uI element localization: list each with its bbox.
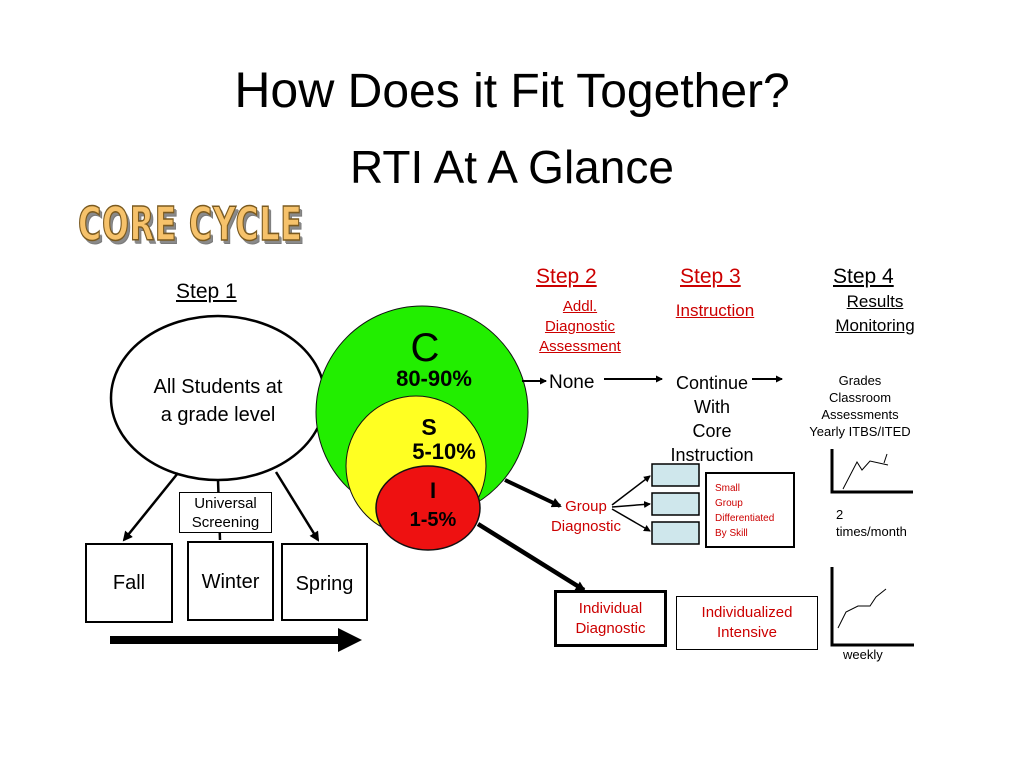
continue-core-label: Continue With Core Instruction bbox=[670, 373, 754, 465]
tier-core-letter: C bbox=[410, 326, 440, 370]
arrow-to-fall bbox=[122, 472, 179, 542]
page-subtitle: RTI At A Glance bbox=[350, 141, 674, 193]
arrow-to-individual-diagnostic bbox=[476, 522, 586, 592]
tier-intensive-percent: 1-5% bbox=[409, 509, 457, 531]
individualized-intensive-box: Individualized Intensive bbox=[676, 596, 818, 650]
arrow-to-spring bbox=[274, 471, 320, 542]
group-box-2 bbox=[651, 492, 700, 516]
graph-tick-1 bbox=[883, 453, 888, 464]
grades-assessments-label: Grades Classroom Assessments Yearly ITBS… bbox=[809, 373, 911, 439]
none-label: None bbox=[549, 372, 595, 393]
tier-intensive-letter: I bbox=[429, 478, 437, 503]
step-4-description: Results Monitoring bbox=[835, 292, 915, 335]
tier-core-percent: 80-90% bbox=[396, 366, 472, 391]
group-box-3 bbox=[651, 521, 700, 545]
step-4-label: Step 4 bbox=[833, 265, 894, 288]
individual-diagnostic-box: Individual Diagnostic bbox=[554, 590, 667, 647]
tier-strategic-percent: 5-10% bbox=[412, 439, 476, 464]
tier-strategic-letter: S bbox=[421, 414, 437, 440]
step-3-label: Step 3 bbox=[680, 265, 741, 288]
twice-monthly-label: 2 times/month bbox=[836, 507, 907, 539]
graph-axes-1 bbox=[830, 449, 913, 494]
fall-box: Fall bbox=[85, 543, 173, 623]
page-title: How Does it Fit Together? bbox=[234, 62, 790, 118]
graph-trend-1 bbox=[842, 460, 889, 490]
step-2-label: Step 2 bbox=[536, 265, 597, 288]
step-3-description: Instruction bbox=[675, 301, 755, 320]
step-1-label: Step 1 bbox=[176, 280, 237, 303]
winter-box: Winter bbox=[187, 541, 274, 621]
group-diagnostic-label: Group Diagnostic bbox=[550, 498, 622, 535]
core-cycle-banner: CORE CYCLE bbox=[77, 197, 303, 252]
step-2-description: Addl. Diagnostic Assessment bbox=[539, 298, 621, 355]
tier-intensive-circle bbox=[375, 465, 481, 551]
timeline-arrowhead bbox=[338, 628, 362, 652]
graph-trend-2 bbox=[837, 588, 887, 629]
fan-line-mid bbox=[611, 500, 651, 508]
small-group-box: Small Group Differentiated By Skill bbox=[705, 472, 795, 548]
graph-axes-2 bbox=[830, 567, 914, 647]
fan-line-top bbox=[611, 475, 651, 506]
spring-box: Spring bbox=[281, 543, 368, 621]
arrow-to-group-diagnostic bbox=[504, 478, 562, 508]
students-label: All Students at a grade level bbox=[153, 376, 283, 426]
group-box-1 bbox=[651, 463, 700, 487]
fan-line-bottom bbox=[611, 508, 651, 532]
universal-screening-box: Universal Screening bbox=[179, 492, 272, 533]
weekly-label: weekly bbox=[843, 647, 883, 662]
